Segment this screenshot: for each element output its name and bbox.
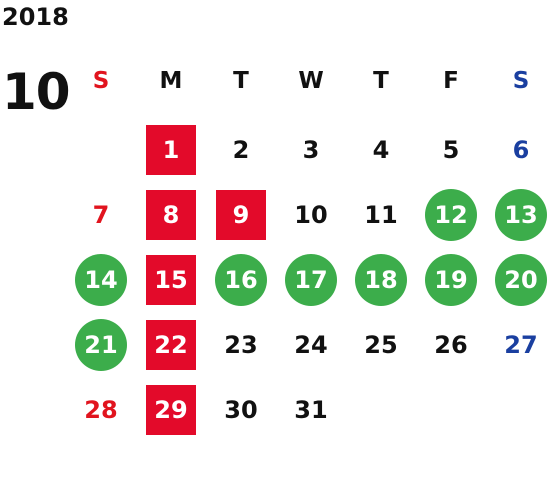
calendar-day[interactable]: 8 <box>146 190 196 240</box>
calendar-day[interactable]: 5 <box>442 136 460 164</box>
calendar-day[interactable]: 18 <box>355 254 407 306</box>
calendar-day[interactable]: 29 <box>146 385 196 435</box>
calendar-day[interactable]: 28 <box>84 396 118 424</box>
calendar-day[interactable]: 30 <box>224 396 258 424</box>
weekday-tue: T <box>233 68 249 94</box>
calendar-day[interactable]: 6 <box>512 136 530 164</box>
weekday-fri: F <box>443 68 459 94</box>
calendar-day[interactable]: 13 <box>495 189 547 241</box>
weekday-sun: S <box>92 68 110 94</box>
calendar-day[interactable]: 19 <box>425 254 477 306</box>
calendar-day[interactable]: 2 <box>232 136 250 164</box>
calendar-day[interactable]: 10 <box>294 201 328 229</box>
calendar-day[interactable]: 26 <box>434 331 468 359</box>
calendar-day[interactable]: 3 <box>302 136 320 164</box>
calendar-day[interactable]: 4 <box>372 136 390 164</box>
calendar-day[interactable]: 12 <box>425 189 477 241</box>
calendar-day[interactable]: 24 <box>294 331 328 359</box>
calendar-day[interactable]: 14 <box>75 254 127 306</box>
calendar-day[interactable]: 25 <box>364 331 398 359</box>
calendar-day[interactable]: 7 <box>92 201 110 229</box>
month-number: 10 <box>2 63 71 121</box>
weekday-wed: W <box>298 68 324 94</box>
weekday-sat: S <box>512 68 530 94</box>
weekday-thu: T <box>373 68 389 94</box>
calendar-day[interactable]: 9 <box>216 190 266 240</box>
year-label: 2018 <box>2 3 69 31</box>
weekday-mon: M <box>159 68 183 94</box>
calendar-day[interactable]: 31 <box>294 396 328 424</box>
calendar-day[interactable]: 20 <box>495 254 547 306</box>
calendar-day[interactable]: 27 <box>504 331 538 359</box>
calendar-day[interactable]: 22 <box>146 320 196 370</box>
calendar-day[interactable]: 1 <box>146 125 196 175</box>
calendar-day[interactable]: 23 <box>224 331 258 359</box>
calendar-day[interactable]: 11 <box>364 201 398 229</box>
calendar-day[interactable]: 15 <box>146 255 196 305</box>
calendar-day[interactable]: 17 <box>285 254 337 306</box>
calendar-day[interactable]: 21 <box>75 319 127 371</box>
calendar-day[interactable]: 16 <box>215 254 267 306</box>
